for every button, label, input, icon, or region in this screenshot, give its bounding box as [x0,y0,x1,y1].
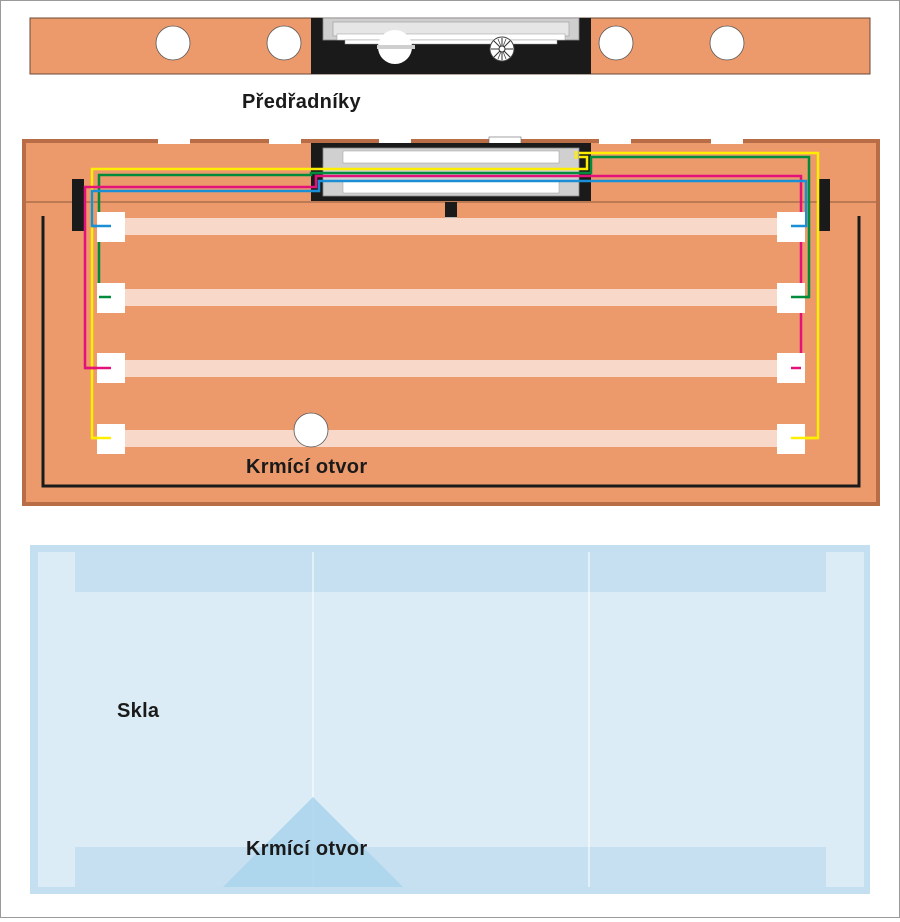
tube-1 [111,218,791,235]
ballast-icon [311,17,591,74]
feeding-hole-glass-label: Krmící otvor [246,838,367,860]
ballasts-label: Předřadníky [242,91,361,113]
glass-label: Skla [117,700,160,722]
lid-panel [22,136,880,506]
hole-icon [598,25,634,61]
fluorescent-tubes [111,218,791,447]
glass-panels [30,545,870,894]
hole-icon [155,25,191,61]
ballast-strip [29,17,871,75]
feeding-hole-lid-label: Krmící otvor [246,456,367,478]
hole-icon [709,25,745,61]
feeding-hole-icon [293,412,329,448]
feeding-hole-glass-triangle [223,797,403,887]
fan-icon [489,36,515,62]
hole-icon [266,25,302,61]
tube-2 [111,289,791,306]
tube-3 [111,360,791,377]
tube-4 [111,430,791,447]
